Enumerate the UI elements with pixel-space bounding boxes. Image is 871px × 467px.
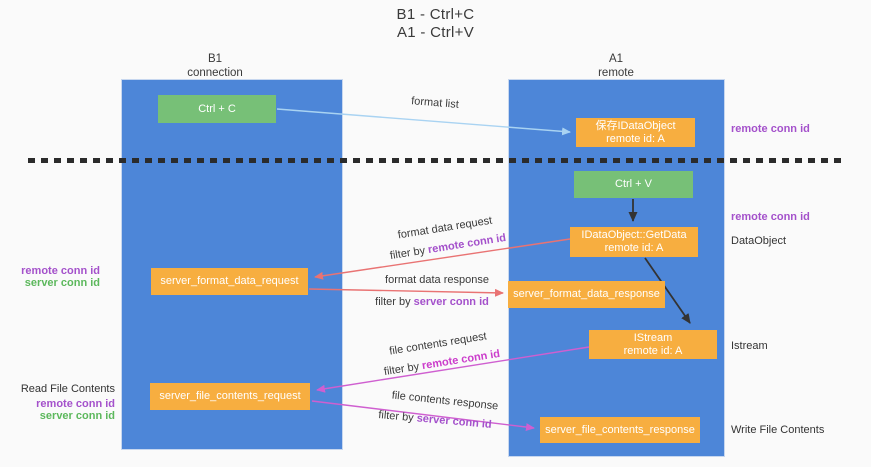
read-file-contents-label: Read File Contents [20, 383, 115, 395]
left-remote-conn-id-bottom: remote conn id [36, 398, 115, 410]
dataobject-label: DataObject [731, 235, 787, 247]
left-server-conn-id-top: server conn id [24, 277, 100, 289]
file-contents-response-filter: filter by server conn id [370, 408, 501, 431]
write-file-contents-label: Write File Contents [731, 424, 825, 436]
node-istream: IStream remote id: A [589, 330, 717, 359]
format-data-response-label: format data response [385, 274, 489, 286]
server-format-data-request-label: server_format_data_request [160, 275, 299, 287]
filter-prefix: filter by [377, 409, 418, 425]
left-remote-conn-id-top: remote conn id [21, 265, 100, 277]
node-server-format-data-request: server_format_data_request [151, 268, 308, 295]
diagram-title-line2: A1 - Ctrl+V [396, 24, 475, 41]
lane-b1-name: B1 [207, 53, 223, 65]
node-ctrl-v: Ctrl + V [574, 171, 693, 198]
filter-server-conn-id: server conn id [416, 412, 493, 431]
node-save-idataobject: 保存IDataObject remote id: A [576, 118, 695, 147]
filter-server-conn-id: server conn id [413, 296, 489, 308]
save-idataobject-line1: 保存IDataObject [595, 119, 676, 132]
getdata-line1: IDataObject::GetData [581, 229, 687, 241]
server-file-contents-request-label: server_file_contents_request [159, 390, 301, 402]
istream-line1: IStream [633, 331, 673, 344]
node-server-format-data-response: server_format_data_response [508, 281, 665, 308]
filter-prefix: filter by [383, 360, 424, 379]
lane-header-a1: A1 remote [551, 52, 681, 80]
remote-conn-id-label-top: remote conn id [731, 123, 810, 135]
istream-side-label: Istream [731, 340, 768, 352]
filter-remote-conn-id: remote conn id [427, 231, 507, 257]
node-idataobject-getdata: IDataObject::GetData remote id: A [570, 227, 698, 257]
lane-b1-role: connection [187, 67, 243, 79]
lane-a1-name: A1 [608, 53, 624, 65]
left-conn-id-block-bottom: Read File Contents remote conn id server… [15, 383, 115, 422]
node-ctrl-c: Ctrl + C [158, 95, 276, 123]
lane-header-b1: B1 connection [150, 52, 280, 80]
format-data-response-filter: filter by server conn id [367, 296, 497, 308]
format-list-label: format list [410, 95, 460, 111]
lane-a1-role: remote [598, 67, 634, 79]
node-server-file-contents-response: server_file_contents_response [540, 417, 700, 443]
left-conn-id-block-top: remote conn id server conn id [10, 265, 100, 289]
getdata-line2: remote id: A [604, 242, 664, 254]
ctrl-c-label: Ctrl + C [198, 102, 236, 115]
phase-divider-dashed-line [28, 158, 846, 163]
remote-conn-id-label-mid: remote conn id [731, 211, 810, 223]
filter-prefix: filter by [389, 244, 430, 263]
server-file-contents-response-label: server_file_contents_response [545, 423, 695, 436]
server-format-data-response-label: server_format_data_response [513, 288, 660, 300]
node-server-file-contents-request: server_file_contents_request [150, 383, 310, 410]
left-server-conn-id-bottom: server conn id [39, 410, 115, 422]
diagram-title-line1: B1 - Ctrl+C [396, 6, 475, 23]
filter-remote-conn-id: remote conn id [421, 347, 501, 373]
filter-prefix: filter by [375, 296, 414, 308]
ctrl-v-label: Ctrl + V [615, 178, 652, 190]
istream-line2: remote id: A [623, 344, 683, 357]
save-idataobject-line2: remote id: A [606, 132, 665, 145]
